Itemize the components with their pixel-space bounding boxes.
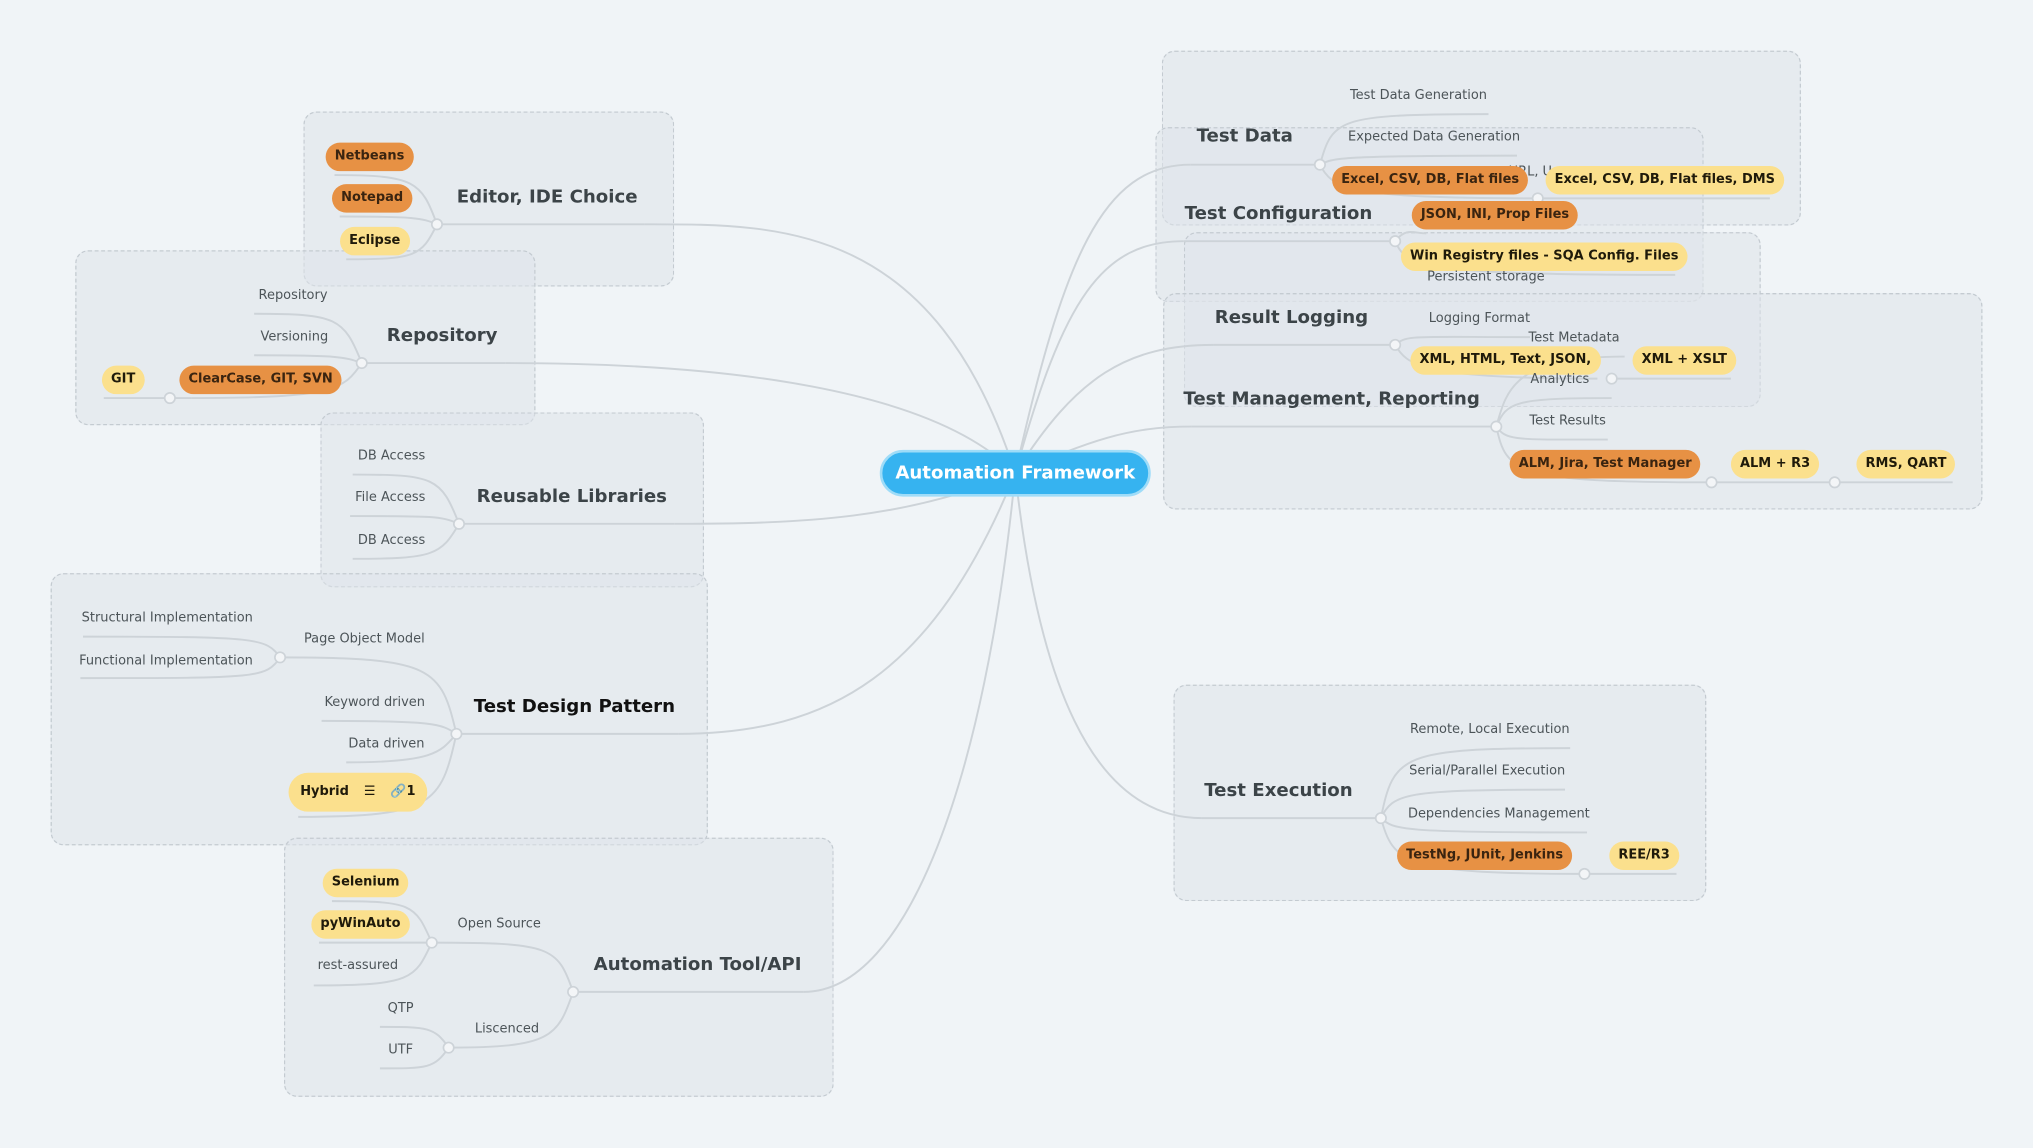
repository-item-git[interactable]: GIT	[101, 365, 145, 395]
link-count: 1	[406, 784, 416, 799]
tool-topic[interactable]: Automation Tool/API	[593, 954, 802, 976]
reusable-item-db-access[interactable]: DB Access	[357, 449, 426, 464]
tool-open-source[interactable]: Open Source	[457, 917, 541, 932]
central-topic[interactable]: Automation Framework	[879, 449, 1151, 497]
test-data-expected-generation[interactable]: Expected Data Generation	[1348, 130, 1521, 145]
result-logging-format[interactable]: Logging Format	[1428, 311, 1531, 327]
design-hybrid-label: Hybrid	[300, 784, 349, 799]
design-page-object-model[interactable]: Page Object Model	[303, 632, 425, 647]
test-exec-ree-r3[interactable]: REE/R3	[1609, 841, 1679, 871]
result-logging-xml-xslt[interactable]: XML + XSLT	[1632, 346, 1737, 375]
test-data-topic[interactable]: Test Data	[1196, 125, 1293, 147]
tool-licenced[interactable]: Liscenced	[474, 1022, 540, 1037]
repository-topic[interactable]: Repository	[386, 325, 498, 347]
tool-item-selenium[interactable]: Selenium	[322, 868, 409, 898]
test-data-files-dms[interactable]: Excel, CSV, DB, Flat files, DMS	[1545, 165, 1785, 195]
test-exec-remote-local[interactable]: Remote, Local Execution	[1409, 722, 1570, 738]
result-logging-xml-html[interactable]: XML, HTML, Text, JSON,	[1410, 346, 1601, 375]
test-mgmt-metadata[interactable]: Test Metadata	[1528, 331, 1620, 346]
design-keyword-driven[interactable]: Keyword driven	[324, 695, 425, 710]
notes-icon[interactable]: ☰	[363, 784, 376, 799]
reusable-item-db-access-2[interactable]: DB Access	[357, 533, 426, 548]
test-config-persistent-storage[interactable]: Persistent storage	[1427, 270, 1545, 285]
test-exec-topic[interactable]: Test Execution	[1204, 780, 1353, 802]
repository-item-tools[interactable]: ClearCase, GIT, SVN	[179, 365, 342, 395]
design-functional-implementation[interactable]: Functional Implementation	[79, 654, 253, 669]
link-icon[interactable]: 🔗1	[390, 784, 416, 799]
test-config-json-ini[interactable]: JSON, INI, Prop Files	[1411, 200, 1579, 230]
test-config-topic[interactable]: Test Configuration	[1184, 203, 1373, 225]
reusable-item-file-access[interactable]: File Access	[355, 490, 426, 506]
repository-boundary	[75, 250, 536, 426]
test-exec-serial-parallel[interactable]: Serial/Parallel Execution	[1409, 764, 1566, 779]
test-exec-testng[interactable]: TestNg, JUnit, Jenkins	[1397, 841, 1573, 871]
design-topic[interactable]: Test Design Pattern	[473, 696, 676, 718]
repository-item-versioning[interactable]: Versioning	[260, 329, 329, 345]
test-data-files[interactable]: Excel, CSV, DB, Flat files	[1332, 165, 1529, 195]
result-logging-topic[interactable]: Result Logging	[1214, 307, 1369, 329]
design-data-driven[interactable]: Data driven	[348, 737, 425, 752]
test-mgmt-analytics[interactable]: Analytics	[1530, 372, 1590, 388]
design-hybrid[interactable]: Hybrid ☰ 🔗1	[288, 772, 428, 812]
editor-item-netbeans[interactable]: Netbeans	[325, 142, 414, 172]
test-mgmt-alm-jira[interactable]: ALM, Jira, Test Manager	[1509, 449, 1701, 479]
repository-item-repository[interactable]: Repository	[258, 288, 328, 303]
tool-item-qtp[interactable]: QTP	[387, 1001, 414, 1016]
test-exec-dependencies[interactable]: Dependencies Management	[1407, 807, 1590, 822]
test-mgmt-topic[interactable]: Test Management, Reporting	[1183, 388, 1480, 410]
tool-item-pywinauto[interactable]: pyWinAuto	[311, 910, 410, 939]
tool-item-rest-assured[interactable]: rest-assured	[317, 958, 399, 974]
test-mgmt-alm-r3[interactable]: ALM + R3	[1730, 449, 1820, 479]
test-mgmt-rms-qart[interactable]: RMS, QART	[1856, 449, 1956, 479]
test-mgmt-test-results[interactable]: Test Results	[1529, 414, 1606, 429]
reusable-topic[interactable]: Reusable Libraries	[476, 486, 667, 507]
test-config-win-registry[interactable]: Win Registry files - SQA Config. Files	[1400, 242, 1688, 271]
tool-item-utf[interactable]: UTF	[388, 1043, 414, 1058]
editor-topic[interactable]: Editor, IDE Choice	[456, 186, 638, 208]
editor-item-notepad[interactable]: Notepad	[332, 184, 413, 213]
test-data-generation[interactable]: Test Data Generation	[1349, 88, 1488, 104]
editor-item-eclipse[interactable]: Eclipse	[340, 226, 410, 256]
design-structural-implementation[interactable]: Structural Implementation	[81, 611, 253, 626]
